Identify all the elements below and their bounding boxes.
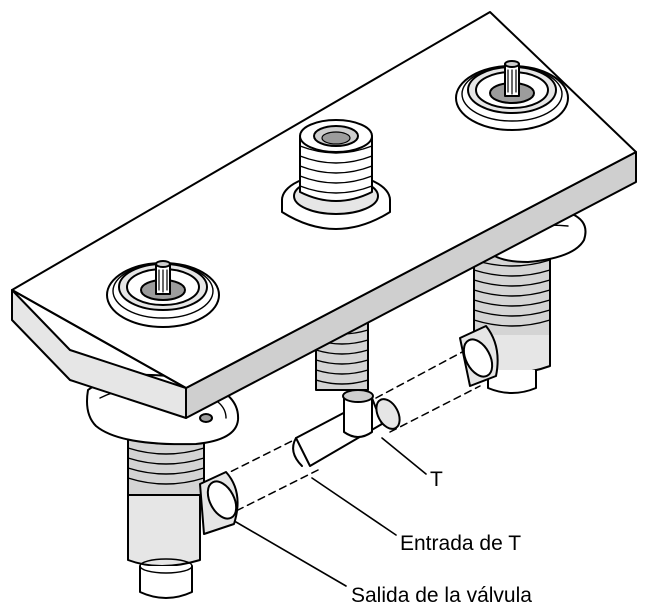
label-t: T [430,468,443,491]
label-valve-outlet: Salida de la válvula [351,584,532,607]
leader-lines [235,437,427,587]
leader-line-t-inlet [311,477,397,536]
center-spout-adapter [281,119,391,230]
left-valve-cartridge [106,260,220,328]
right-elbow [459,325,499,387]
label-t-inlet: Entrada de T [400,532,522,555]
leader-line-valve-outlet [235,521,347,587]
left-elbow [199,471,239,535]
leader-line-t [381,437,427,475]
t-fitting [292,389,401,467]
right-valve-cartridge [455,60,569,131]
